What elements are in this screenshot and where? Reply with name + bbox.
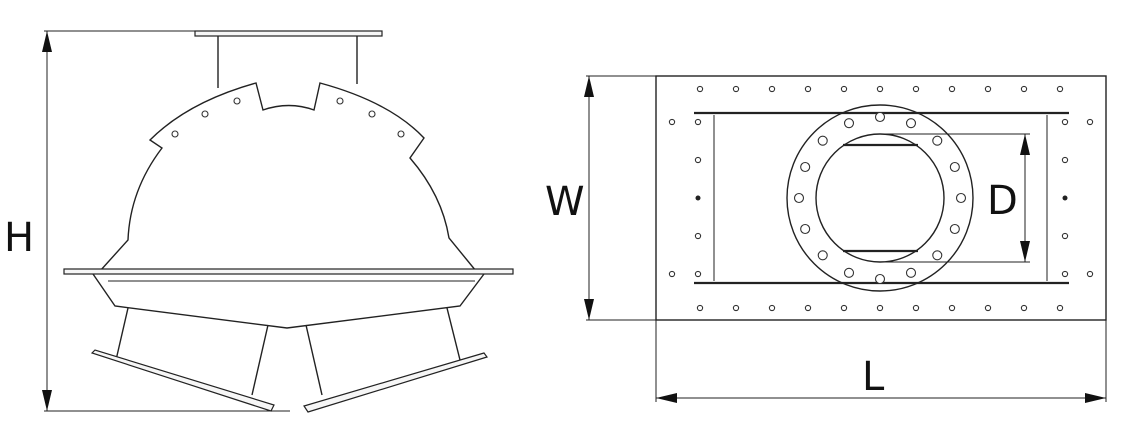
plate-hole: [1086, 270, 1094, 278]
h-arrow-bottom: [42, 390, 52, 411]
flange-hole: [905, 267, 917, 278]
w-arrow-bottom: [584, 299, 594, 320]
plate-hole: [876, 85, 884, 93]
flange-hole: [817, 250, 828, 261]
flange-hole: [932, 250, 943, 261]
flange-bolt-holes: [793, 111, 967, 285]
plate-hole: [768, 85, 776, 93]
plate-hole: [732, 85, 740, 93]
flange-hole: [949, 161, 960, 173]
plate-hole: [1061, 156, 1069, 164]
left-skid: [90, 349, 275, 412]
plate-hole: [668, 118, 676, 126]
plate-hole: [948, 304, 956, 312]
plate-hole: [1061, 118, 1069, 126]
top-view: D W L: [545, 75, 1107, 403]
flange-hole: [817, 135, 828, 146]
bowl: [92, 273, 485, 329]
flange-hole: [905, 118, 917, 129]
plate-hole: [804, 304, 812, 312]
flange-hole: [874, 273, 886, 285]
plate-hole: [1061, 270, 1069, 278]
flange-hole: [800, 161, 811, 173]
flange-outer: [786, 104, 974, 292]
right-center-dot: [1062, 195, 1068, 201]
plate-hole: [696, 304, 704, 312]
plate-hole: [1056, 85, 1064, 93]
plate-hole: [732, 304, 740, 312]
h-label: H: [4, 215, 34, 261]
d-label: D: [987, 178, 1018, 224]
flange-hole: [874, 111, 886, 123]
plate-hole: [948, 85, 956, 93]
plate-hole: [804, 85, 812, 93]
plate-hole: [1056, 304, 1064, 312]
flange-hole: [793, 192, 805, 204]
plate-hole: [912, 85, 920, 93]
legs: [115, 307, 461, 396]
plate-hole: [840, 304, 848, 312]
w-label: W: [545, 179, 585, 225]
right-skid: [303, 352, 488, 413]
plate-hole: [694, 156, 702, 164]
side-view: H: [4, 30, 514, 413]
plate-hole: [840, 85, 848, 93]
left-center-dot: [695, 195, 701, 201]
plate-hole: [1020, 304, 1028, 312]
base-plate: [63, 268, 514, 275]
plate-hole: [768, 304, 776, 312]
w-arrow-top: [584, 76, 594, 97]
plate-hole: [696, 85, 704, 93]
plate-hole: [984, 85, 992, 93]
d-arrow-bottom: [1020, 241, 1030, 262]
bore: [815, 133, 945, 263]
plate-hole: [1020, 85, 1028, 93]
plate-hole: [1086, 118, 1094, 126]
top-view-plate: [655, 75, 1107, 321]
d-arrow-top: [1020, 134, 1030, 155]
plate-hole: [1061, 232, 1069, 240]
dome-bolt-holes: [171, 97, 405, 138]
flange-hole: [932, 135, 943, 146]
plate-hole: [984, 304, 992, 312]
h-arrow-top: [42, 31, 52, 52]
plate-hole: [912, 304, 920, 312]
flange-hole: [800, 223, 811, 235]
plate-bolt-holes: [668, 85, 1094, 312]
dome-outline: [99, 82, 477, 272]
plate-hole: [694, 270, 702, 278]
flange-hole: [955, 192, 967, 204]
plate-hole: [668, 270, 676, 278]
plate-hole: [694, 118, 702, 126]
top-flange: [194, 30, 383, 37]
flange-hole: [843, 118, 855, 129]
l-label: L: [862, 354, 885, 400]
plate-hole: [694, 232, 702, 240]
flange-hole: [949, 223, 960, 235]
flange-hole: [843, 267, 855, 278]
l-arrow-left: [656, 393, 677, 403]
plate-hole: [876, 304, 884, 312]
l-arrow-right: [1085, 393, 1106, 403]
